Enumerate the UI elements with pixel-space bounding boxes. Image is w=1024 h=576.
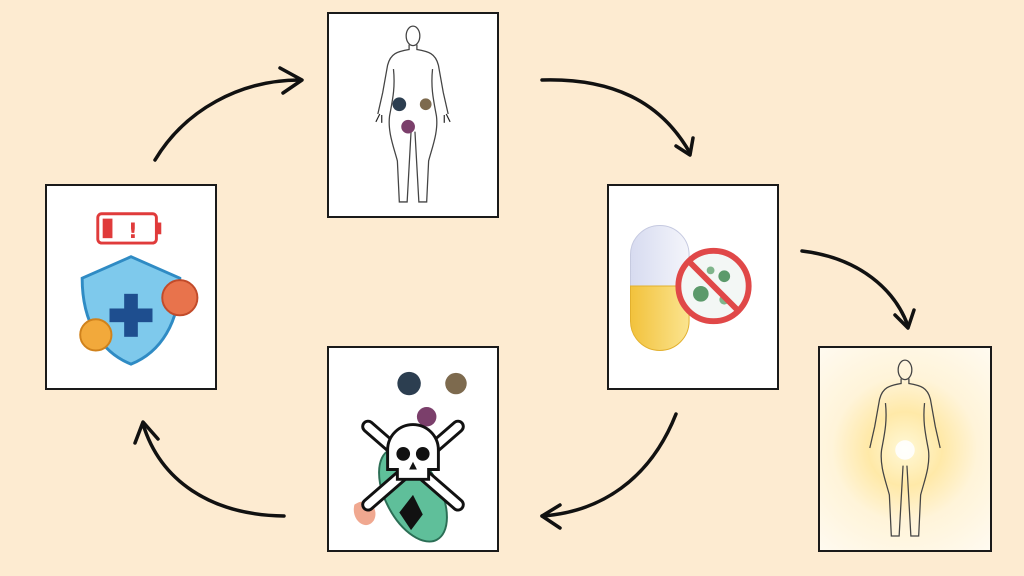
panel-antibiotic: [607, 184, 779, 390]
virus-icon: [79, 279, 199, 352]
antibiotic-capsule-icon: [630, 225, 752, 351]
arrow-bottom-to-left: [133, 420, 286, 518]
dead-bacteria-icon: [353, 371, 467, 543]
no-virus-icon: [675, 247, 752, 325]
germ-icon: [397, 371, 467, 427]
glowing-body-icon: [869, 359, 941, 537]
panel-healthy-body: [818, 346, 992, 552]
arrow-top-to-right: [540, 78, 695, 157]
panel-weak-immunity: !: [45, 184, 217, 390]
skull-crossbones-icon: [361, 419, 465, 512]
panel-dead-bacteria: [327, 346, 499, 552]
body-with-microbes-icon: [375, 25, 451, 203]
panel-body-with-microbes: [327, 12, 499, 218]
germ-icon: [392, 97, 432, 134]
weak-immunity-shield-icon: !: [79, 212, 199, 366]
arrow-left-to-top: [153, 66, 304, 162]
arrow-right-to-bottomright: [800, 249, 916, 330]
battery-alert-symbol: !: [128, 219, 138, 244]
arrow-right-to-bottom: [540, 412, 678, 530]
low-battery-icon: !: [96, 212, 162, 245]
